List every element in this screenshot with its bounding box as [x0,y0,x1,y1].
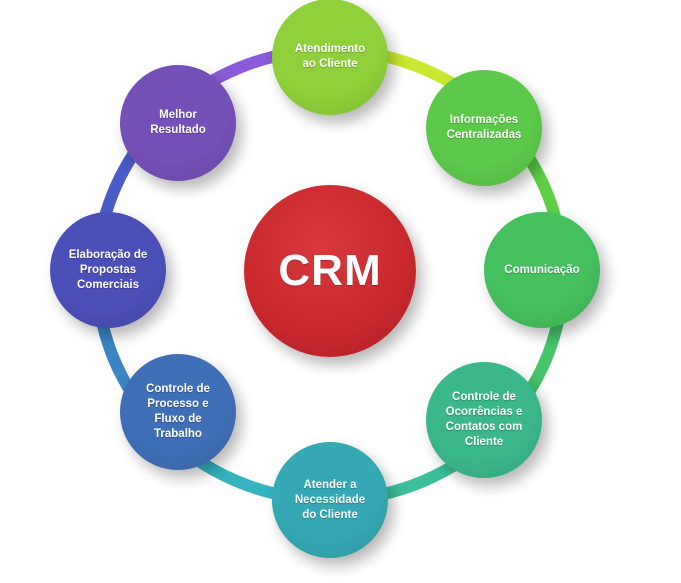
node-label-line: Atender a [303,478,357,491]
node-label-line: Controle de [452,391,516,403]
node-label-line: Comerciais [76,278,139,291]
node-label-line: Controle de [146,383,210,395]
node-label-line: Atendimento [294,43,366,55]
node-label-line: Contatos com [445,421,523,433]
node-label-line: Resultado [150,124,206,136]
node-label-line: Melhor [159,109,197,121]
node-label: Atendimento ao Cliente [289,42,371,72]
node-atendimento-ao-cliente: Atendimento ao Cliente [272,0,388,115]
node-label-line: Elaboração de [68,248,148,261]
node-label-line: ao Cliente [302,58,358,70]
center-label: CRM [278,246,382,295]
node-label-line: do Cliente [302,508,358,521]
node-label: Atender a Necessidade do Cliente [289,478,371,523]
node-label-line: Trabalho [154,428,202,440]
node-label-line: Centralizadas [446,129,522,141]
node-label-line: Ocorrências e [445,406,523,418]
node-label: Controle de Processo e Fluxo de Trabalho [140,382,216,442]
center-node-crm: CRM [244,185,416,357]
node-label-line: Fluxo de [154,413,202,425]
node-label-line: Processo e [147,398,209,410]
node-label-line: Informações [449,114,519,126]
node-label-line: Comunicação [504,263,580,276]
node-label-line: Propostas [79,263,137,276]
node-label-line: Cliente [464,436,504,448]
node-label: Comunicação [498,263,585,278]
node-comunicacao: Comunicação [484,212,600,328]
node-atender-a-necessidade-do-cliente: Atender a Necessidade do Cliente [272,442,388,558]
node-label-line: Necessidade [294,493,366,506]
node-controle-de-processo-e-fluxo-de-trabalho: Controle de Processo e Fluxo de Trabalho [120,354,236,470]
